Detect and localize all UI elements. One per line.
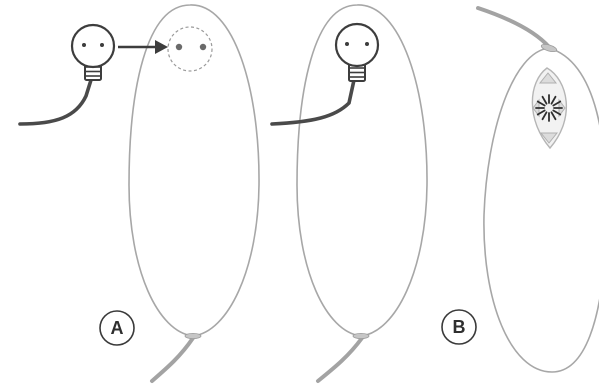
panel-a-label-text: A <box>111 318 124 338</box>
device-c-cord-joint <box>540 43 558 53</box>
charging-cable-a <box>18 78 93 126</box>
panel-b-label: B <box>441 309 477 345</box>
panel-b-middle <box>270 4 428 383</box>
device-a-cord-joint <box>184 332 202 339</box>
device-b-cord <box>316 336 364 383</box>
panel-a-label: A <box>99 310 135 346</box>
arrow-right-icon <box>118 40 168 54</box>
device-a-cord <box>150 336 195 383</box>
power-button-icon <box>531 67 568 150</box>
charging-cable-b <box>270 78 356 126</box>
socket-icon <box>167 26 213 72</box>
device-a-body <box>128 4 260 337</box>
panel-b-right: B <box>441 6 599 373</box>
plug-icon <box>334 22 380 82</box>
device-c-body <box>483 47 599 373</box>
panel-b-label-text: B <box>453 317 466 337</box>
device-b-cord-joint <box>352 332 370 339</box>
device-c-cord <box>476 6 551 49</box>
plug-icon <box>70 23 116 81</box>
panel-a: A <box>18 4 260 383</box>
